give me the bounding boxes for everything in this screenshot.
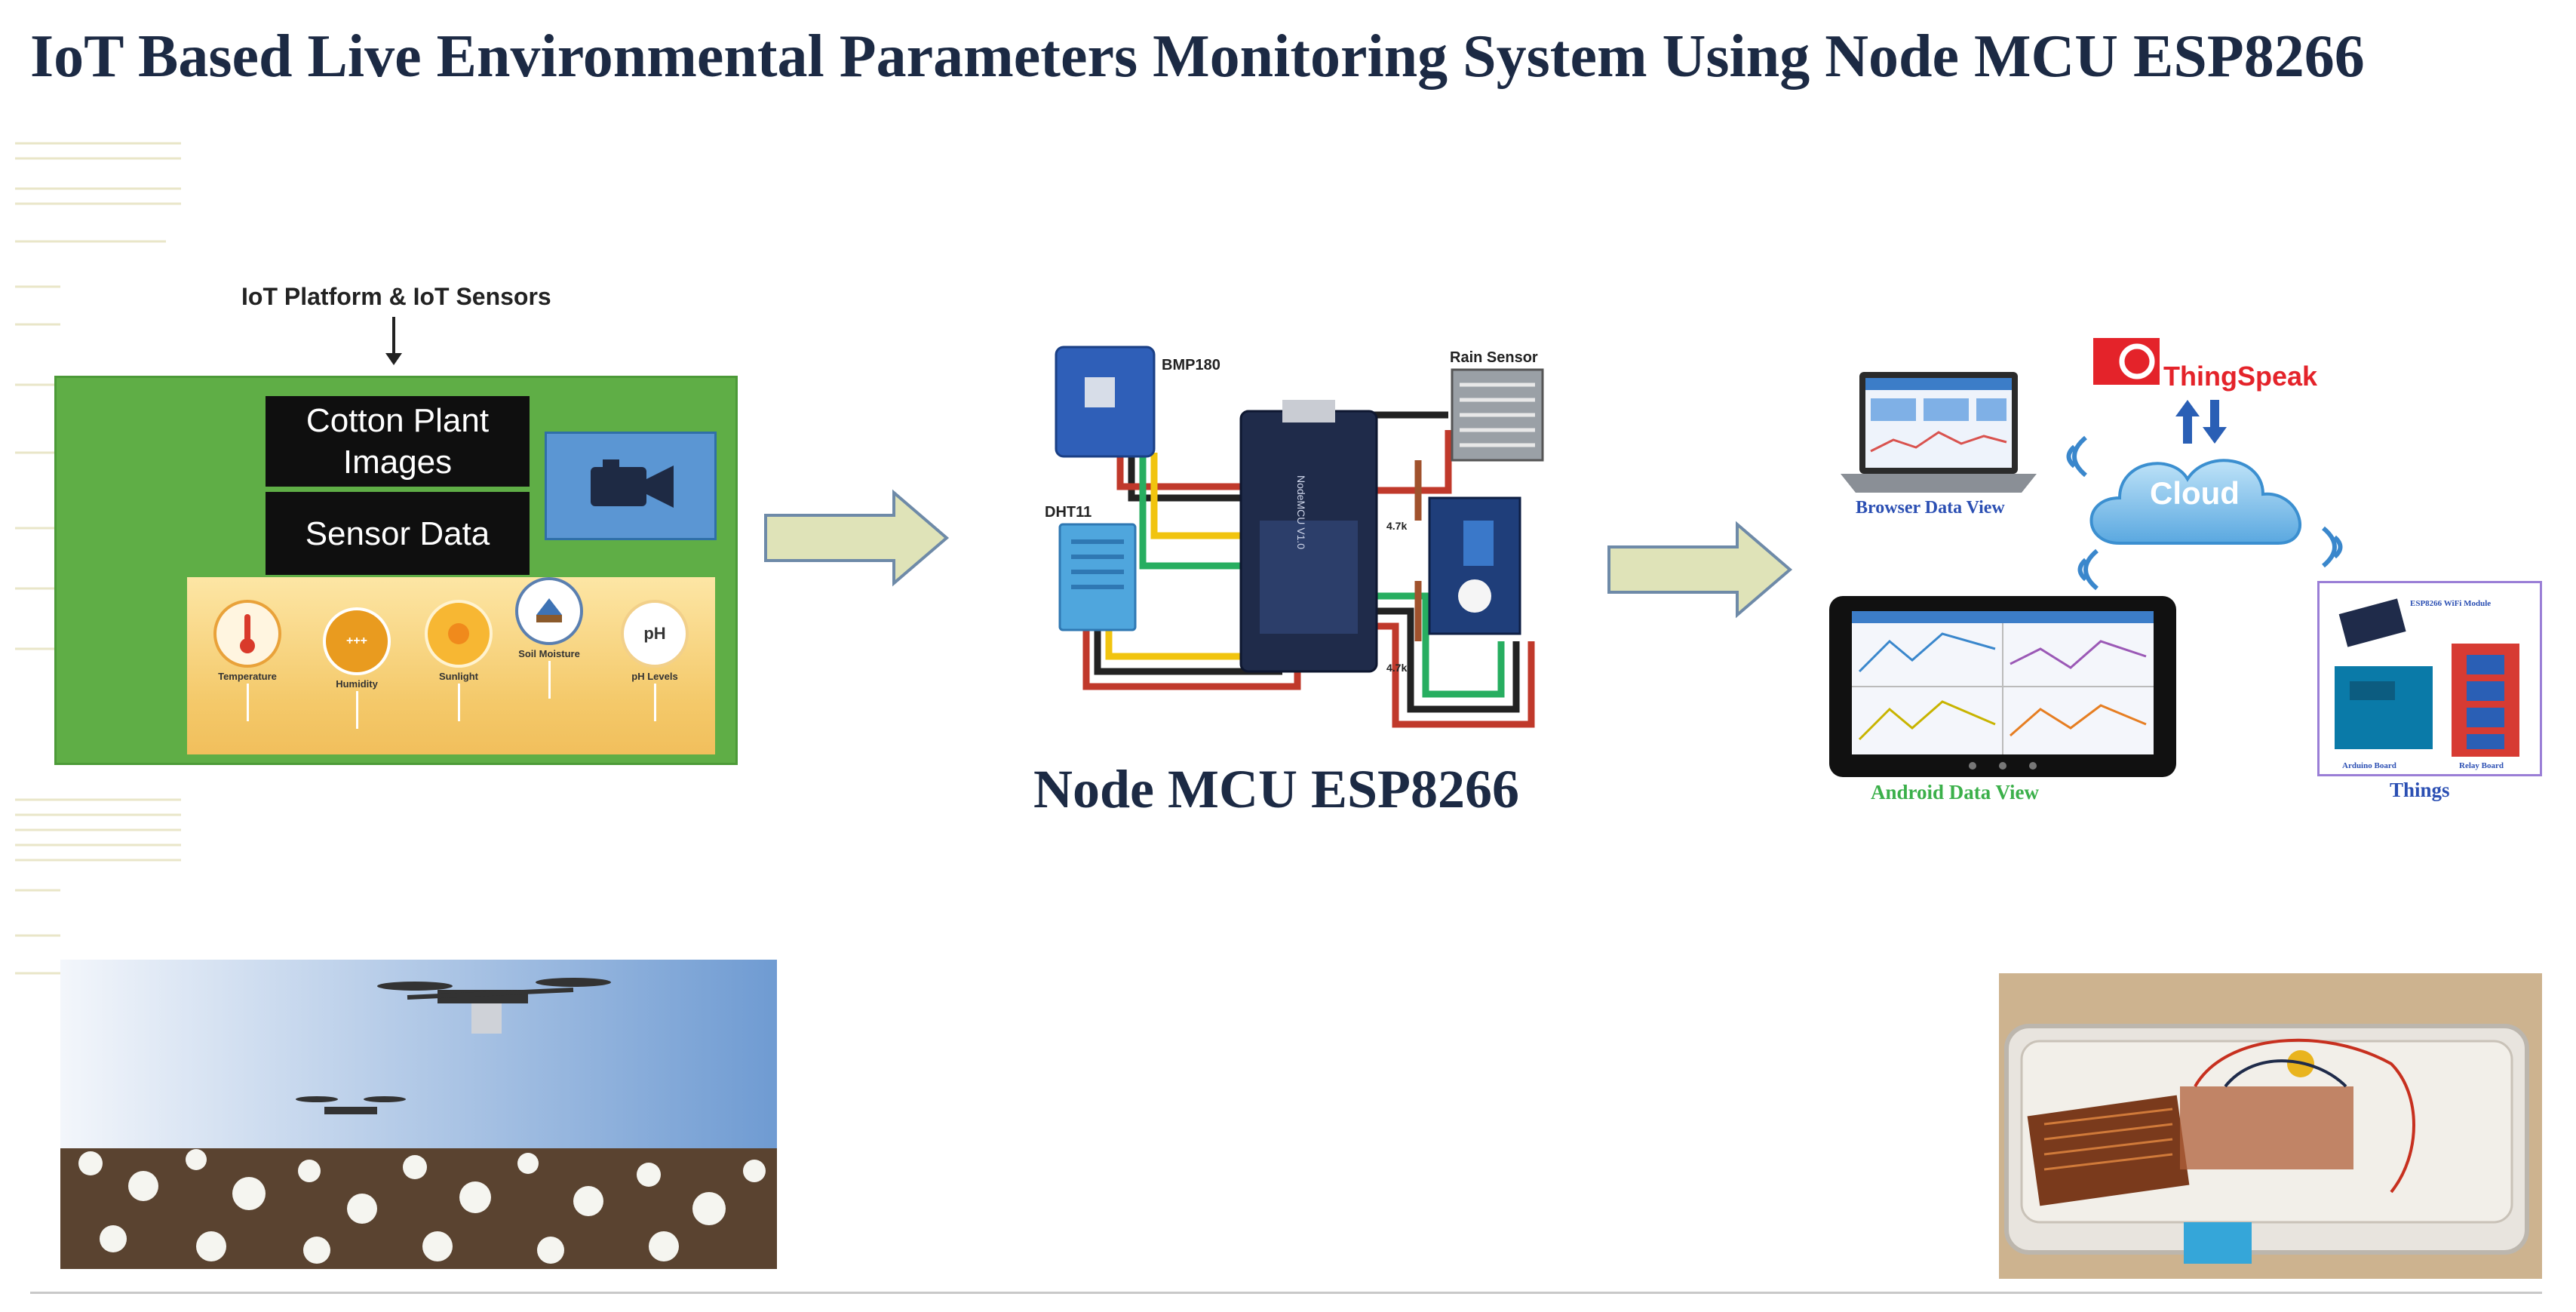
nodemcu-chip-label: NodeMCU V1.0 <box>1295 475 1307 549</box>
ph-icon: pH <box>621 600 689 668</box>
laptop-icon <box>1841 372 2037 493</box>
cloud-label: Cloud <box>2150 475 2240 511</box>
wifi-signal-icon <box>2077 548 2099 591</box>
resistor-label-1: 4.7k <box>1386 520 1407 532</box>
dht11-label: DHT11 <box>1045 504 1091 521</box>
wifi-signal-icon <box>2322 526 2343 568</box>
usb-port <box>1282 400 1335 422</box>
sensor-data-label: Sensor Data <box>305 515 490 552</box>
prototype-box-photo <box>1999 973 2542 1279</box>
ph-badge: pH <box>643 624 666 643</box>
thermometer-icon <box>213 600 281 668</box>
things-label: Things <box>2390 779 2450 801</box>
thingspeak-logo <box>2093 338 2160 385</box>
down-arrow-icon <box>392 317 395 358</box>
thingspeak-label: ThingSpeak <box>2163 361 2318 392</box>
sensor-label: Temperature <box>218 671 277 682</box>
esp8266-chip <box>1260 521 1358 634</box>
potentiometer <box>1458 579 1491 613</box>
sensor-humidity: +++ Humidity <box>312 607 402 729</box>
sensor-temperature: Temperature <box>202 600 293 721</box>
sensor-ph-levels: pH pH Levels <box>609 600 700 721</box>
drone-icon-small <box>296 1096 406 1114</box>
things-relay-label: Relay Board <box>2459 761 2504 770</box>
things-wifi-label: ESP8266 WiFi Module <box>2410 599 2491 608</box>
drone-cotton-photo <box>60 960 777 1269</box>
resistor-label-2: 4.7k <box>1386 662 1407 674</box>
page-title: IoT Based Live Environmental Parameters … <box>30 23 2365 90</box>
down-arrowhead <box>385 353 402 365</box>
sensor-stem <box>457 684 460 721</box>
sensor-label: Sunlight <box>439 671 478 682</box>
bottom-divider <box>30 1292 2542 1294</box>
things-arduino-label: Arduino Board <box>2342 761 2396 770</box>
browser-data-view-label: Browser Data View <box>1856 498 2005 518</box>
humidity-badge: +++ <box>345 634 368 647</box>
iot-platform-label: IoT Platform & IoT Sensors <box>241 283 551 310</box>
right-arrow-icon <box>1607 521 1793 619</box>
sensor-stem <box>355 691 358 729</box>
right-arrow-icon <box>764 489 950 587</box>
sensor-label: Humidity <box>336 678 378 690</box>
nodemcu-caption: Node MCU ESP8266 <box>1033 759 1519 819</box>
cotton-plant-images-label: Cotton Plant Images <box>305 402 490 481</box>
rain-sensor-plate <box>2027 1095 2190 1206</box>
sensor-stem <box>653 684 656 721</box>
sensor-stem <box>548 661 551 699</box>
cotton-plant-images-box: Cotton Plant Images <box>266 396 530 487</box>
rain-sensor-label: Rain Sensor <box>1450 349 1538 366</box>
android-data-view-label: Android Data View <box>1871 781 2040 803</box>
sensor-data-box: Sensor Data <box>266 492 530 575</box>
sensor-label: pH Levels <box>631 671 678 682</box>
bmp180-label: BMP180 <box>1162 357 1220 373</box>
sensor-soil-moisture: Soil Moisture <box>504 577 594 699</box>
up-down-arrows-icon <box>2175 400 2227 444</box>
comparator-chip <box>1463 521 1494 566</box>
things-hardware-icons: ESP8266 WiFi Module Arduino Board Relay … <box>2335 598 2519 770</box>
sensor-label: Soil Moisture <box>518 648 580 659</box>
nodemcu-circuit-diagram: BMP180 DHT11 NodeMCU V1.0 Rain Sensor 4.… <box>1045 346 1544 728</box>
sensor-sunlight: Sunlight <box>413 600 504 721</box>
camera-panel <box>545 432 717 540</box>
tablet-icon <box>1829 596 2176 777</box>
video-camera-icon <box>591 459 674 508</box>
drone-icon <box>377 978 611 1034</box>
sensor-stem <box>246 684 249 721</box>
bmp180-chip <box>1085 377 1115 407</box>
wifi-signal-icon <box>2066 435 2087 478</box>
decorative-lines <box>15 142 181 975</box>
soil-moisture-icon <box>515 577 583 645</box>
dht11-module <box>1058 523 1137 631</box>
sensor-strip: Temperature +++ Humidity Sunlight Soil M… <box>187 577 715 754</box>
dht11-sensor <box>2184 1222 2252 1264</box>
cloud-icon <box>2089 459 2301 545</box>
sun-icon <box>425 600 493 668</box>
things-box: ESP8266 WiFi Module Arduino Board Relay … <box>2317 581 2542 776</box>
humidity-drop-icon: +++ <box>323 607 391 675</box>
